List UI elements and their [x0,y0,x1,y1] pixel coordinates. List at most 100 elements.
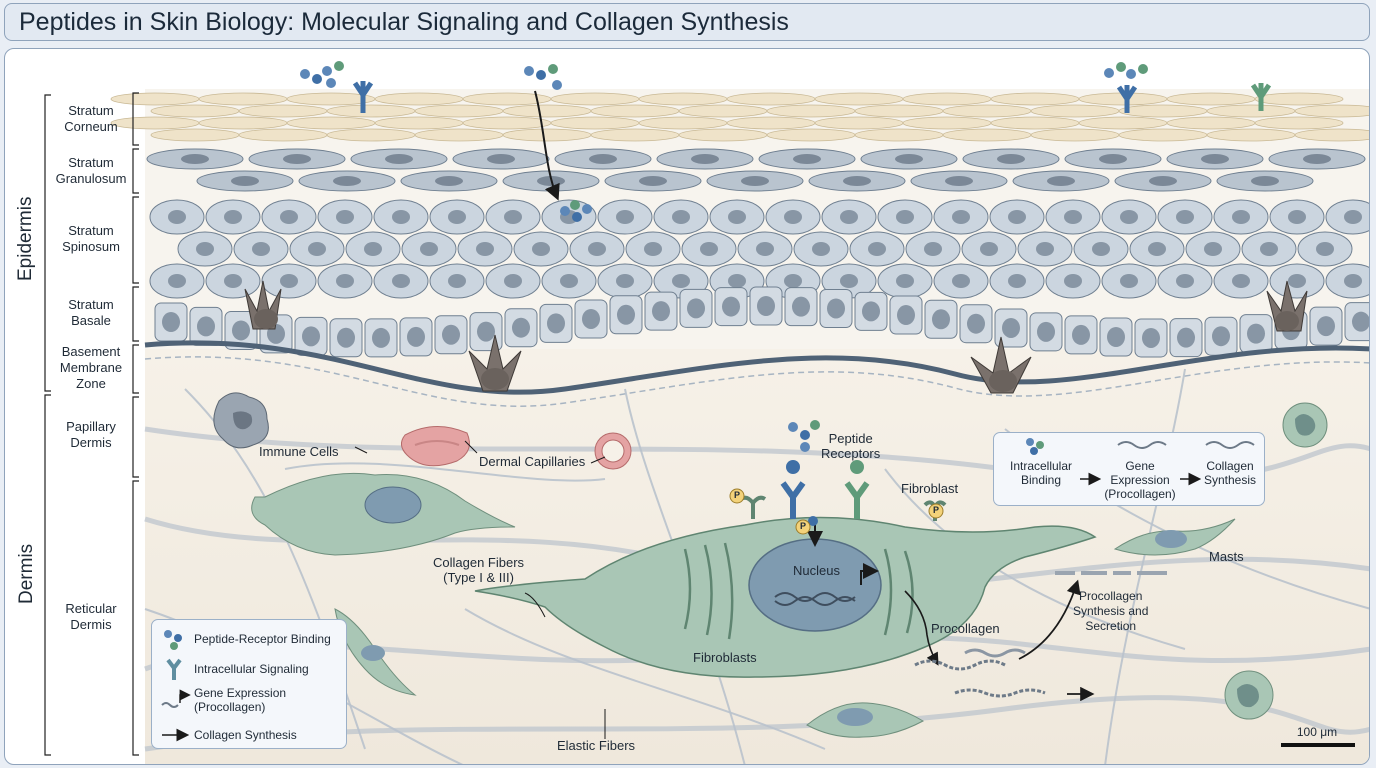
label-elastic-fibers: Elastic Fibers [557,738,636,753]
basement-membrane [144,340,1369,395]
granulosum-nucleus [181,154,209,164]
granulosum-nucleus [1047,176,1075,186]
corneum-cell [854,128,944,142]
granulosum-nucleus [333,176,361,186]
arrow-right-icon [160,724,194,746]
spinosum-nucleus [1120,210,1138,224]
corneum-cell [150,128,240,142]
spinosum-nucleus [252,242,270,256]
immune-leader [354,446,368,454]
phospho-badge-3 [928,503,944,519]
spinosum-nucleus [1344,274,1362,288]
basale-nucleus [407,326,425,347]
title-bar: Peptides in Skin Biology: Molecular Sign… [4,3,1370,41]
granulosum-nucleus [231,176,259,186]
basale-nucleus [932,309,950,330]
granulosum-nucleus [283,154,311,164]
label-stratum-granulosum: Stratum Granulosum [55,155,127,186]
granulosum-nucleus [895,154,923,164]
corneum-cell [1030,128,1120,142]
granulosum-nucleus [741,176,769,186]
spinosum-nucleus [476,242,494,256]
corneum-cell [550,116,640,130]
legend-synthesis-label: Collagen Synthesis [194,728,297,742]
basale-nucleus [1247,323,1265,344]
corneum-cell [1118,104,1208,118]
basale-nucleus [652,301,670,322]
fiber [884,468,1186,650]
region-epidermis: Epidermis [15,196,36,281]
fibroblast-small-2 [1113,518,1236,556]
corneum-cell [1206,104,1296,118]
spinosum-nucleus [392,274,410,288]
spinosum-nucleus [1148,242,1166,256]
basale-nucleus [162,312,180,332]
legend-signaling-label: Intracellular Signaling [194,662,309,676]
receptor-icon [160,658,194,680]
spinosum-nucleus [280,274,298,288]
capillary-leader [464,440,606,464]
spinosum-nucleus [784,274,802,288]
corneum-cell [462,116,552,130]
mast-cell-1 [1282,402,1328,448]
corneum-cell [1030,104,1120,118]
corneum-cell [502,104,592,118]
mast-cell-2 [1224,670,1274,720]
legend-row-synthesis: Collagen Synthesis [160,724,297,746]
corneum-cell [150,104,240,118]
spinosum-nucleus [1036,242,1054,256]
spinosum-nucleus [672,210,690,224]
corneum-cell [238,104,328,118]
label-procollagen: Procollagen [931,621,1000,636]
basale-nucleus [442,324,460,345]
procollagen-arrow [904,590,939,666]
melanocyte-3 [970,336,1032,394]
spinosum-nucleus [980,242,998,256]
corneum-cell [374,116,464,130]
stratum-basale [154,286,1369,358]
corneum-cell [678,104,768,118]
basale-nucleus [1002,317,1020,338]
label-nucleus: Nucleus [793,563,840,578]
basale-nucleus [617,304,635,325]
corneum-cell [1166,116,1256,130]
spinosum-nucleus [420,242,438,256]
granulosum-nucleus [1251,176,1279,186]
basale-nucleus [722,296,740,317]
label-dermal-capillaries: Dermal Capillaries [479,454,586,469]
label-basement-membrane: Basement Membrane Zone [59,344,123,391]
spinosum-nucleus [896,274,914,288]
spinosum-nucleus [616,210,634,224]
label-stratum-spinosum: Stratum Spinosum [62,223,120,254]
spinosum-nucleus [952,274,970,288]
basale-nucleus [757,296,775,317]
spinosum-nucleus [1176,210,1194,224]
label-reticular-dermis: Reticular Dermis [65,601,117,632]
spinosum-nucleus [1176,274,1194,288]
granulosum-nucleus [385,154,413,164]
spinosum-nucleus [560,274,578,288]
granulosum-nucleus [945,176,973,186]
legend-row-binding: Peptide-Receptor Binding [160,628,331,650]
penetrating-peptide [524,64,592,222]
corneum-cell [678,128,768,142]
spinosum-nucleus [532,242,550,256]
corneum-cell [726,116,816,130]
stratum-granulosum [146,148,1366,192]
granulosum-nucleus [1303,154,1331,164]
label-fibroblast: Fibroblast [901,481,959,496]
corneum-cell [990,92,1080,106]
granulosum-nucleus [1201,154,1229,164]
phospho-label-3: P [933,505,940,515]
spinosum-nucleus [336,274,354,288]
procollagen-strands [914,571,1167,698]
corneum-cell [502,128,592,142]
label-stratum-corneum: Stratum Corneum [64,103,118,134]
fibroblast-small-3 [806,702,925,738]
corneum-cell [198,92,288,106]
spinosum-nucleus [952,210,970,224]
melanocyte-1 [244,280,282,330]
spinosum-nucleus [1204,242,1222,256]
capillary-2 [594,432,632,470]
spinosum-nucleus [840,274,858,288]
